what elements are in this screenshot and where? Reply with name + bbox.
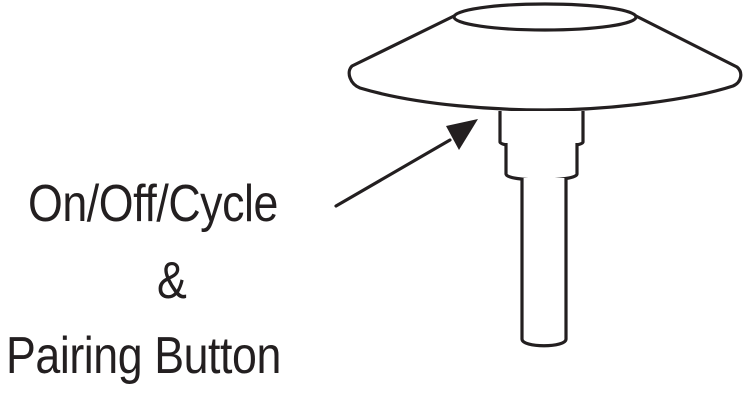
callout-label-line-1: On/Off/Cycle bbox=[28, 175, 279, 233]
callout-label-ampersand: & bbox=[157, 252, 187, 310]
post-collar bbox=[498, 111, 585, 182]
pointer-arrow bbox=[334, 119, 478, 208]
callout-label-line-3: Pairing Button bbox=[6, 327, 281, 385]
post-stem bbox=[520, 178, 568, 348]
lamp-shade bbox=[347, 2, 743, 112]
